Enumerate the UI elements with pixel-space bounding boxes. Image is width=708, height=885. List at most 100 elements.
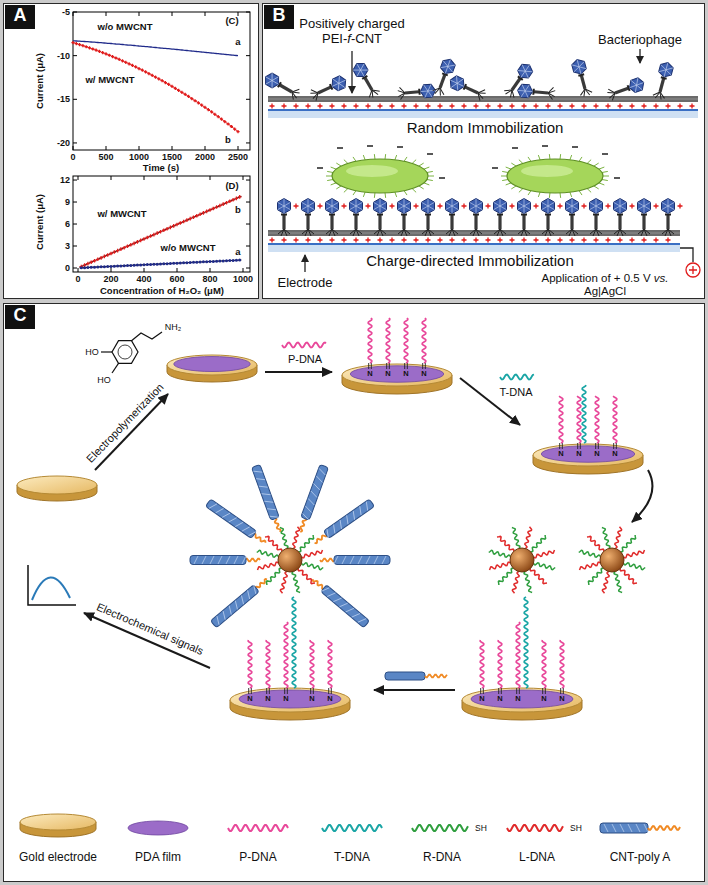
pda-film [239, 690, 341, 708]
anchor-atom: N [515, 695, 520, 704]
head-facet [398, 202, 405, 206]
tail-fiber [377, 229, 380, 236]
l-dna [615, 527, 622, 549]
head-facet [332, 206, 339, 210]
l-dna [497, 536, 514, 551]
head-facet [638, 206, 645, 210]
tube-texture [636, 824, 640, 832]
charge-sign [86, 262, 90, 266]
tick-label: 3 [65, 241, 70, 251]
phage-tail [354, 215, 357, 229]
panel: A [3, 3, 259, 299]
head-facet [524, 199, 525, 207]
charge-sign [96, 257, 100, 261]
tick-label: -15 [57, 94, 70, 104]
pointer-arrow [639, 49, 640, 63]
charge-sign [131, 64, 134, 67]
t-dna [292, 597, 296, 688]
charge-sign [678, 204, 683, 209]
panel-label: C [5, 305, 35, 329]
tube-texture [363, 502, 371, 511]
bond [248, 688, 249, 694]
head-facet [590, 202, 597, 206]
tube-texture [357, 506, 365, 515]
head-facet [428, 91, 432, 98]
tick [73, 224, 77, 225]
head-facet [424, 91, 428, 98]
charge-sign [75, 42, 78, 45]
tick [73, 202, 77, 203]
head-facet [308, 199, 309, 207]
head-facet [614, 206, 621, 210]
charge-sign [414, 204, 419, 209]
legend-label: PDA film [135, 851, 181, 865]
bacterium-highlight [521, 165, 573, 177]
head-facet [644, 206, 645, 214]
tail-fiber [449, 229, 452, 236]
charge-sign [366, 104, 371, 109]
phage-tail [666, 215, 669, 229]
axis-title: Concentration of H₂O₂ (μM) [100, 286, 224, 297]
tube-texture [194, 556, 198, 564]
head-facet [356, 202, 363, 206]
electrode-top [17, 476, 97, 494]
bond [563, 688, 564, 694]
charge-sign [164, 81, 167, 84]
series-label: a [235, 247, 240, 258]
p-dna [595, 396, 599, 443]
head-facet [476, 206, 477, 214]
p-dna [422, 318, 426, 363]
charge-sign [498, 104, 503, 109]
data-point [232, 259, 235, 262]
charge-sign [438, 238, 443, 243]
tick [246, 268, 250, 269]
carbon-nanotube [301, 464, 329, 520]
p-dna [480, 640, 484, 688]
carbon-nanotube [334, 556, 390, 565]
tick [144, 268, 145, 272]
tick [243, 176, 244, 180]
head-facet [644, 202, 651, 206]
anchor-atom: N [558, 450, 563, 459]
head-facet [452, 206, 459, 210]
head-facet [428, 199, 429, 207]
charge-sign [103, 255, 107, 259]
phage-head [420, 84, 436, 98]
electrode-top [167, 355, 257, 375]
charge-sign [213, 113, 216, 116]
phage-tail [474, 215, 477, 229]
head-facet [644, 199, 645, 207]
charge-sign [114, 56, 117, 59]
italic-part: vs. [654, 272, 669, 284]
head-facet [470, 202, 477, 206]
step-label: Electropolymerization [84, 381, 166, 465]
bond [480, 688, 481, 694]
head-facet [339, 82, 345, 89]
head-facet [566, 206, 573, 210]
tick-label: 0 [75, 274, 80, 284]
head-facet [596, 202, 603, 206]
l-dna [525, 527, 532, 549]
charge-sign [606, 204, 611, 209]
bacteriophage [662, 199, 675, 237]
tube-texture [270, 514, 279, 520]
p-dna [560, 640, 564, 688]
tube-texture [226, 556, 230, 564]
tail-fiber [665, 229, 668, 236]
head-facet [500, 199, 501, 207]
thiol-label: SH [570, 824, 582, 834]
bond [613, 443, 614, 449]
head-facet [361, 70, 365, 76]
tube-texture [330, 525, 338, 534]
charge-sign [572, 146, 578, 147]
charge-sign [606, 104, 611, 109]
r-dna [498, 568, 513, 585]
data-point [159, 262, 162, 265]
data-point [222, 259, 225, 262]
head-facet [476, 202, 483, 206]
tail-fiber [428, 229, 434, 234]
axis-title: Time (s) [143, 163, 179, 174]
head-facet [355, 70, 363, 76]
bacteriophage [571, 58, 593, 98]
